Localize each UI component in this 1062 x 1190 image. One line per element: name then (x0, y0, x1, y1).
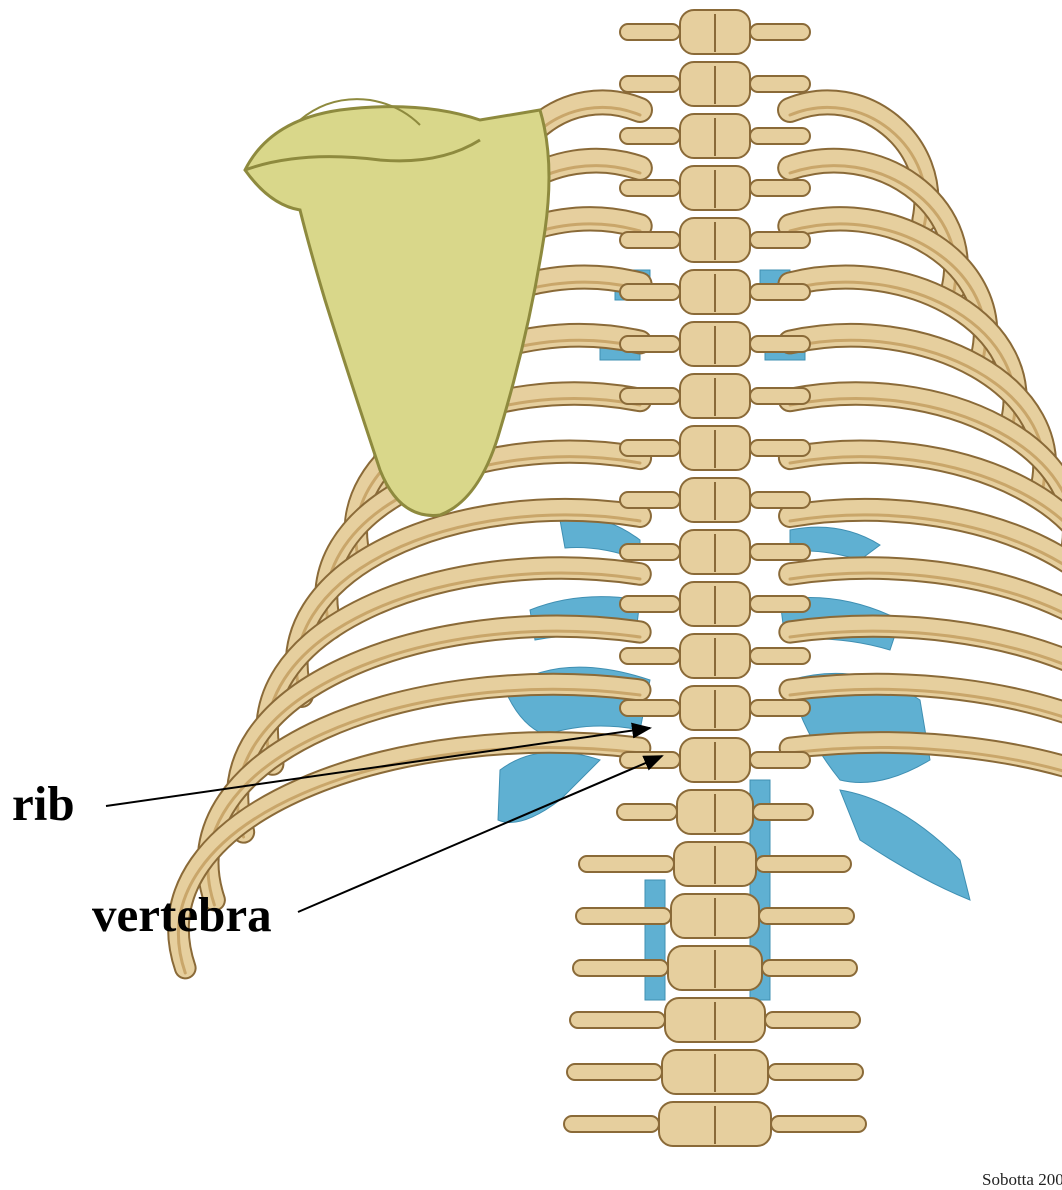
transverse-process (620, 76, 680, 92)
transverse-process (620, 24, 680, 40)
transverse-process (750, 752, 810, 768)
transverse-process (570, 1012, 665, 1028)
transverse-process (579, 856, 674, 872)
source-credit: Sobotta 2007 (982, 1170, 1062, 1190)
transverse-process (750, 284, 810, 300)
transverse-process (768, 1064, 863, 1080)
transverse-process (620, 544, 680, 560)
vertebra-label: vertebra (92, 890, 272, 939)
transverse-process (750, 232, 810, 248)
transverse-process (620, 128, 680, 144)
transverse-process (576, 908, 671, 924)
transverse-process (573, 960, 668, 976)
transverse-process (750, 700, 810, 716)
transverse-process (756, 856, 851, 872)
transverse-process (750, 336, 810, 352)
cartilage-region (645, 880, 665, 1000)
transverse-process (771, 1116, 866, 1132)
transverse-process (620, 388, 680, 404)
transverse-process (750, 24, 810, 40)
transverse-process (567, 1064, 662, 1080)
transverse-process (750, 648, 810, 664)
transverse-process (750, 128, 810, 144)
transverse-process (750, 440, 810, 456)
transverse-process (620, 180, 680, 196)
cartilage-region (498, 752, 600, 823)
transverse-process (620, 336, 680, 352)
transverse-process (620, 284, 680, 300)
cartilage-region (840, 790, 970, 900)
transverse-process (620, 596, 680, 612)
transverse-process (620, 440, 680, 456)
rib-label: rib (12, 779, 75, 828)
transverse-process (620, 492, 680, 508)
transverse-process (759, 908, 854, 924)
transverse-process (765, 1012, 860, 1028)
transverse-process (750, 388, 810, 404)
transverse-process (753, 804, 813, 820)
transverse-process (620, 752, 680, 768)
transverse-process (750, 76, 810, 92)
transverse-process (620, 700, 680, 716)
transverse-process (750, 492, 810, 508)
transverse-process (620, 232, 680, 248)
transverse-process (620, 648, 680, 664)
transverse-process (617, 804, 677, 820)
transverse-process (750, 544, 810, 560)
transverse-process (750, 596, 810, 612)
transverse-process (762, 960, 857, 976)
transverse-process (750, 180, 810, 196)
transverse-process (564, 1116, 659, 1132)
